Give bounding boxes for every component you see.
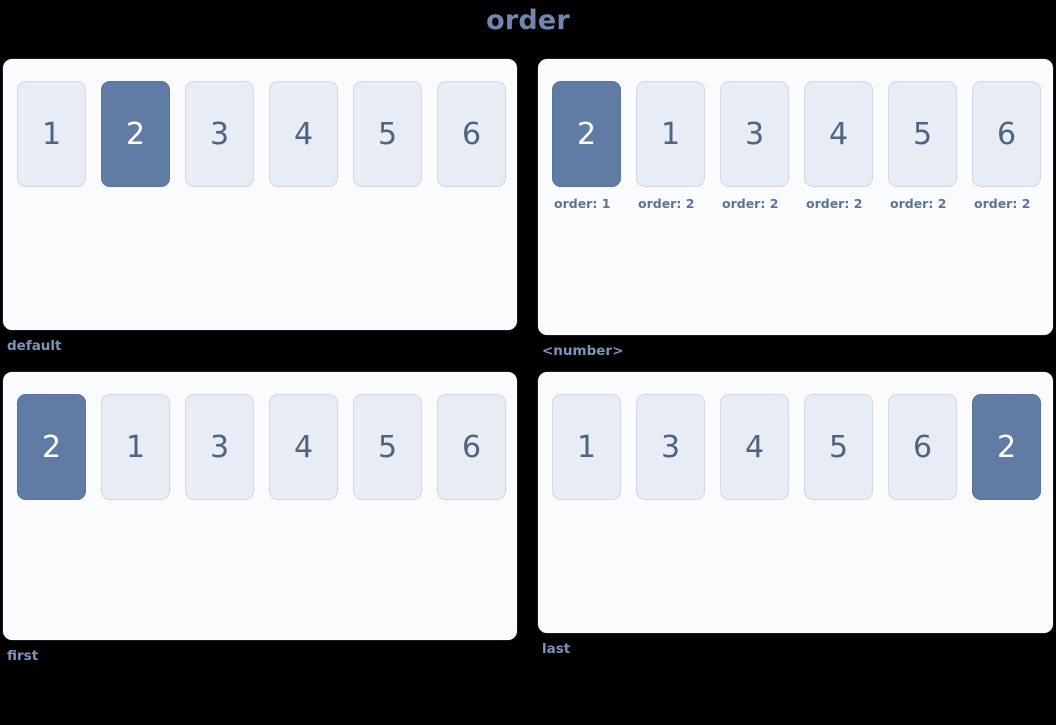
- order-item-caption: order: 2: [806, 196, 863, 211]
- item-wrapper: 2: [17, 394, 86, 500]
- item-wrapper: 1: [552, 394, 621, 500]
- order-item-caption: order: 2: [638, 196, 695, 211]
- item-wrapper: 2 order: 1: [552, 81, 621, 211]
- panel-number: 2 order: 1 1 order: 2 3 order: 2 4 order: 2 5 ord…: [538, 59, 1053, 335]
- order-item[interactable]: 5: [353, 394, 422, 500]
- block-label-last: last: [542, 641, 571, 657]
- order-item[interactable]: 6: [437, 81, 506, 187]
- demo-block-number: 2 order: 1 1 order: 2 3 order: 2 4 order: 2 5 ord…: [538, 59, 1053, 359]
- order-item[interactable]: 3: [720, 81, 789, 187]
- order-item-highlighted[interactable]: 2: [101, 81, 170, 187]
- order-item-caption: order: 2: [722, 196, 779, 211]
- item-wrapper: 5: [804, 394, 873, 500]
- order-item[interactable]: 1: [101, 394, 170, 500]
- order-item[interactable]: 6: [972, 81, 1041, 187]
- order-item[interactable]: 3: [185, 81, 254, 187]
- item-wrapper: 4: [720, 394, 789, 500]
- order-item-caption: order: 2: [974, 196, 1031, 211]
- item-wrapper: 3 order: 2: [720, 81, 789, 211]
- page-title: order: [486, 5, 570, 36]
- order-item-caption: order: 2: [890, 196, 947, 211]
- block-label-default: default: [7, 338, 62, 354]
- order-item[interactable]: 1: [636, 81, 705, 187]
- item-wrapper: 6: [888, 394, 957, 500]
- order-item[interactable]: 1: [552, 394, 621, 500]
- item-wrapper: 1: [101, 394, 170, 500]
- item-wrapper: 1: [17, 81, 86, 187]
- order-item[interactable]: 4: [804, 81, 873, 187]
- items-row-number: 2 order: 1 1 order: 2 3 order: 2 4 order: 2 5 ord…: [552, 81, 1053, 211]
- order-item[interactable]: 3: [636, 394, 705, 500]
- item-wrapper: 3: [185, 394, 254, 500]
- block-label-number: <number>: [542, 343, 624, 359]
- order-item[interactable]: 5: [804, 394, 873, 500]
- order-item-highlighted[interactable]: 2: [972, 394, 1041, 500]
- order-item[interactable]: 6: [888, 394, 957, 500]
- order-item-highlighted[interactable]: 2: [17, 394, 86, 500]
- item-wrapper: 4: [269, 81, 338, 187]
- order-item[interactable]: 5: [888, 81, 957, 187]
- item-wrapper: 4: [269, 394, 338, 500]
- item-wrapper: 6: [437, 81, 506, 187]
- block-label-first: first: [7, 648, 39, 664]
- order-item[interactable]: 4: [269, 81, 338, 187]
- item-wrapper: 4 order: 2: [804, 81, 873, 211]
- order-item[interactable]: 6: [437, 394, 506, 500]
- order-item[interactable]: 1: [17, 81, 86, 187]
- order-item[interactable]: 3: [185, 394, 254, 500]
- order-item[interactable]: 4: [720, 394, 789, 500]
- item-wrapper: 3: [636, 394, 705, 500]
- order-item[interactable]: 5: [353, 81, 422, 187]
- item-wrapper: 5 order: 2: [888, 81, 957, 211]
- item-wrapper: 3: [185, 81, 254, 187]
- item-wrapper: 2: [101, 81, 170, 187]
- order-item-caption: order: 1: [554, 196, 611, 211]
- item-wrapper: 5: [353, 81, 422, 187]
- order-item-highlighted[interactable]: 2: [552, 81, 621, 187]
- item-wrapper: 2: [972, 394, 1041, 500]
- order-item[interactable]: 4: [269, 394, 338, 500]
- item-wrapper: 1 order: 2: [636, 81, 705, 211]
- item-wrapper: 5: [353, 394, 422, 500]
- item-wrapper: 6: [437, 394, 506, 500]
- item-wrapper: 6 order: 2: [972, 81, 1041, 211]
